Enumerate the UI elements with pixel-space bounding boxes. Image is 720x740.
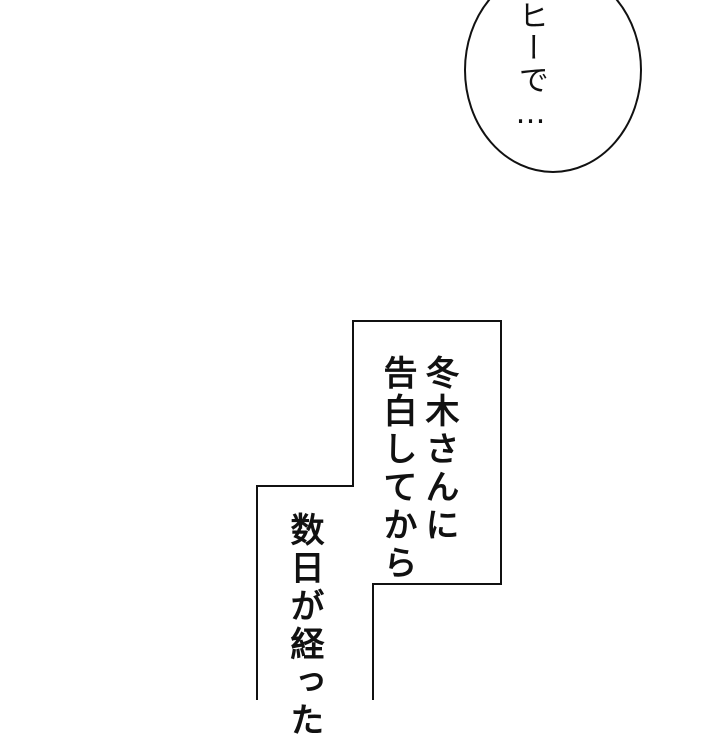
caption-box <box>256 320 502 700</box>
caption-text-column-1: 冬木さんに <box>419 355 459 545</box>
caption-text-column-3: 数日が経った <box>284 512 324 740</box>
caption-text-column-2: 告白してから <box>377 355 417 583</box>
speech-bubble-text: ヒーで… <box>513 0 548 133</box>
panel-graphics <box>256 0 642 700</box>
comic-page: ヒーで… 冬木さんに 告白してから 数日が経った <box>256 0 642 740</box>
speech-bubble <box>464 0 642 173</box>
